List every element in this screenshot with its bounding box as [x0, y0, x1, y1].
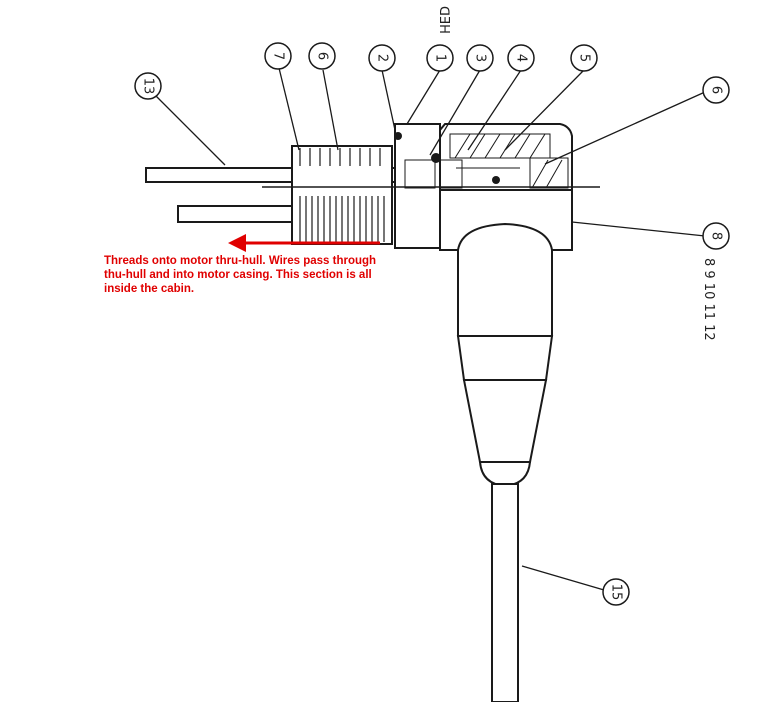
red-arrow-icon [228, 234, 380, 252]
callout-circles [134, 42, 730, 606]
callout-label: 7 [271, 52, 286, 60]
callout-label: 13 [141, 78, 156, 95]
callout-1 [426, 44, 454, 72]
callout-6b [702, 76, 730, 104]
callout-4 [507, 44, 535, 72]
callout-label: 4 [514, 54, 529, 62]
annotation-line: Threads onto motor thru-hull. Wires pass… [104, 255, 377, 267]
callout-label: 15 [609, 584, 624, 601]
cable-boot [456, 222, 554, 488]
o-rings [394, 132, 500, 184]
annotation-line: thu-hull and into motor casing. This sec… [104, 269, 372, 281]
callout-label: 8 [709, 232, 724, 240]
seal-hatching [404, 133, 569, 189]
top-vertical-text: ᗡƎH [436, 6, 451, 34]
callout-5 [570, 44, 598, 72]
collar [394, 123, 441, 249]
callout-label: 2 [375, 54, 390, 62]
callout-3 [466, 44, 494, 72]
red-annotation: Threads onto motor thru-hull. Wires pass… [104, 254, 404, 296]
callout-6a [308, 42, 336, 70]
annotation-line: inside the cabin. [104, 283, 195, 295]
callout-8 [702, 222, 730, 250]
threads [299, 148, 385, 242]
cap-housing [439, 123, 573, 191]
cable-15 [491, 483, 519, 702]
callout-label: 5 [577, 54, 592, 62]
callout-label: 3 [473, 54, 488, 62]
callout-13 [134, 72, 162, 100]
callout-2 [368, 44, 396, 72]
right-vertical-text: 8 9 10 11 12 [701, 258, 716, 341]
lower-rod [177, 205, 299, 223]
callout-label: 6 [315, 52, 330, 60]
callout-7 [264, 42, 292, 70]
callout-15 [602, 578, 630, 606]
callout-label: 6 [709, 86, 724, 94]
leader-lines [155, 67, 706, 591]
callout-label: 1 [433, 54, 448, 62]
